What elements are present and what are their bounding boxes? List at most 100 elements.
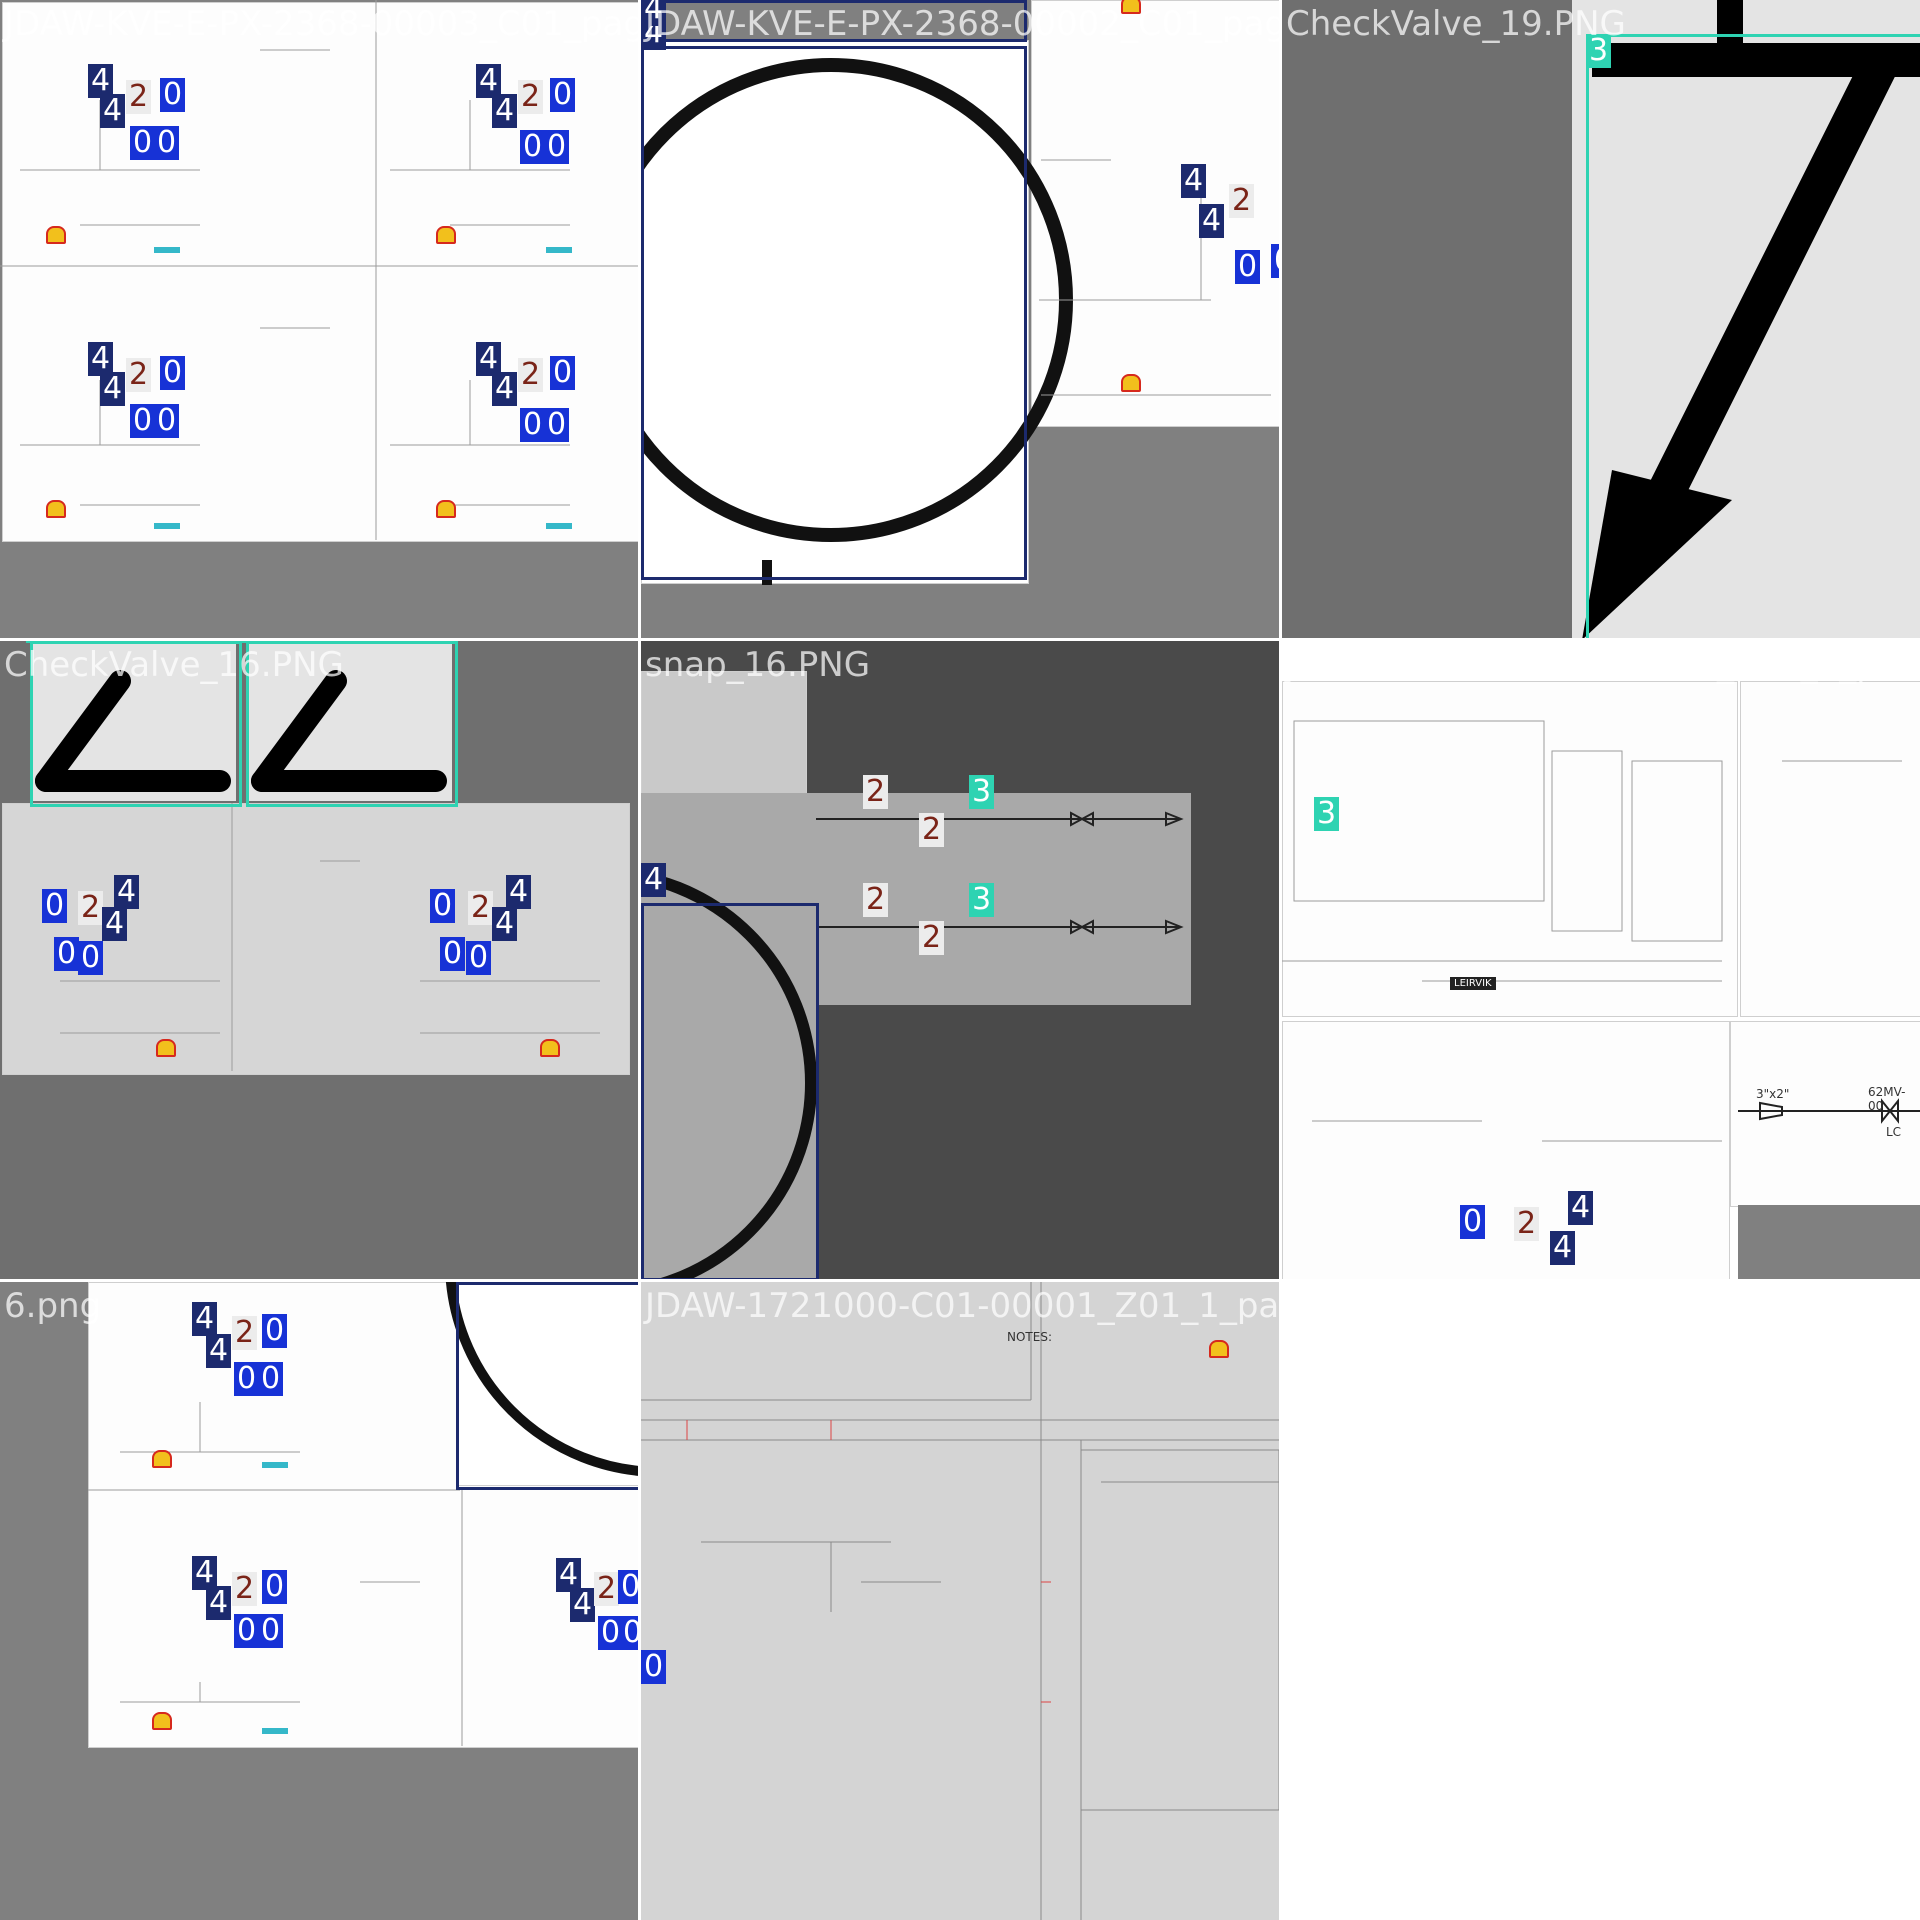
drawing-linework <box>88 1282 638 1746</box>
detection-label-4: 4 <box>206 1334 232 1368</box>
company-logo <box>46 226 66 244</box>
detection-label-0: 0 <box>160 78 186 112</box>
detection-label-0: 0 <box>520 408 546 442</box>
detection-label-4: 4 <box>100 94 126 128</box>
detection-label-0: 0 <box>258 1362 284 1396</box>
detection-label-4: 4 <box>206 1586 232 1620</box>
detection-label-2: 2 <box>518 358 544 392</box>
detection-label-4: 4 <box>476 342 502 376</box>
detection-label-4: 4 <box>476 64 502 98</box>
detection-label-4: 4 <box>641 0 667 26</box>
detection-label-0: 0 <box>620 1616 638 1650</box>
detection-label-2: 2 <box>78 891 104 925</box>
detection-label-0: 0 <box>160 356 186 390</box>
detection-label-0: 0 <box>598 1616 624 1650</box>
detection-label-0: 0 <box>430 889 456 923</box>
mosaic-tile-2: 4 4 4 4 2 0 0 JDAW-KVE-E-PX-2368-00002_C… <box>641 0 1279 638</box>
detection-label-0: 0 <box>42 889 68 923</box>
contractor-logo: LEIRVIK <box>1450 977 1496 990</box>
detection-label-2: 2 <box>863 883 889 917</box>
detection-label-2: 2 <box>232 1572 258 1606</box>
revision-tag <box>262 1728 288 1734</box>
detection-label-0: 0 <box>130 404 156 438</box>
company-logo <box>1209 1340 1229 1358</box>
detection-label-4: 4 <box>570 1588 596 1622</box>
detection-label-0: 0 <box>618 1570 638 1604</box>
detection-label-4: 4 <box>492 372 518 406</box>
detection-label-2: 2 <box>126 358 152 392</box>
detection-label-2: 2 <box>126 80 152 114</box>
mosaic-tile-8: NOTES: 0 JDAW-1721000-C01-00001_Z01_1_pa… <box>641 1282 1279 1920</box>
detection-label-0: 0 <box>258 1614 284 1648</box>
company-logo <box>436 226 456 244</box>
detection-label-0: 0 <box>544 408 570 442</box>
detection-label-0: 0 <box>54 937 80 971</box>
valve-line-linework <box>641 811 1184 1279</box>
detection-label-4: 4 <box>192 1556 218 1590</box>
detection-label-2: 2 <box>232 1316 258 1350</box>
detection-label-0: 0 <box>1271 244 1279 278</box>
detection-label-2: 2 <box>594 1572 620 1606</box>
mosaic-tile-6: LEIRVIK 3"x2" 62MV-00 LC 3 0 2 4 4 JDAW-… <box>1282 641 1920 1279</box>
valve-tag-label: 62MV-00 <box>1868 1085 1906 1113</box>
detection-label-4: 4 <box>192 1302 218 1336</box>
detection-label-0: 0 <box>234 1362 260 1396</box>
detection-label-0: 0 <box>78 941 104 975</box>
drawing-linework <box>641 1282 1279 1920</box>
mosaic-tile-3: 3 CheckValve_19.PNG <box>1282 0 1920 638</box>
notes-heading: NOTES: <box>1007 1330 1052 1344</box>
detection-label-4: 4 <box>506 875 532 909</box>
detection-label-0: 0 <box>440 937 466 971</box>
detection-label-0: 0 <box>466 941 492 975</box>
detection-label-2: 2 <box>518 80 544 114</box>
company-logo <box>152 1450 172 1468</box>
detection-label-2: 2 <box>1229 184 1255 218</box>
detection-label-0: 0 <box>550 356 576 390</box>
detection-label-0: 0 <box>262 1314 288 1348</box>
check-valve-arrow <box>1582 0 1920 638</box>
detection-label-0: 0 <box>550 78 576 112</box>
detection-label-3: 3 <box>1586 34 1612 68</box>
detection-label-0: 0 <box>262 1570 288 1604</box>
detection-label-4: 4 <box>492 907 518 941</box>
zoomed-symbol-crop <box>641 903 817 1279</box>
revision-tag <box>546 247 572 253</box>
revision-tag <box>154 247 180 253</box>
detection-label-2: 2 <box>919 813 945 847</box>
detection-label-0: 0 <box>130 126 156 160</box>
mosaic-tile-1: 4 4 2 0 0 0 4 4 2 0 0 0 4 4 2 0 0 0 4 4 … <box>0 0 638 638</box>
reducer-label: 3"x2" <box>1756 1087 1790 1101</box>
detection-label-4: 4 <box>88 342 114 376</box>
drawing-linework <box>0 0 638 540</box>
detection-label-3: 3 <box>242 641 268 643</box>
detection-label-4: 4 <box>1181 164 1207 198</box>
detection-label-0: 0 <box>1235 250 1261 284</box>
detection-label-2: 2 <box>1514 1207 1540 1241</box>
valve-state-label: LC <box>1886 1125 1902 1139</box>
mosaic-tile-9-empty <box>1282 1282 1920 1920</box>
detection-label-3: 3 <box>26 641 52 643</box>
check-valve-circle <box>641 58 1271 585</box>
mosaic-tile-4: 3 3 0 2 4 4 0 0 0 2 4 4 0 0 CheckValve_1… <box>0 641 638 1279</box>
detection-label-0: 0 <box>1460 1205 1486 1239</box>
drawing-sheet <box>641 1282 1279 1920</box>
revision-tag <box>154 523 180 529</box>
detection-label-2: 2 <box>863 775 889 809</box>
company-logo <box>46 500 66 518</box>
drawing-sheet <box>1740 681 1920 1017</box>
detection-label-0: 0 <box>641 1650 667 1684</box>
revision-tag <box>546 523 572 529</box>
check-valve-strokes <box>35 670 600 1071</box>
detection-label-4: 4 <box>88 64 114 98</box>
detection-label-0: 0 <box>520 130 546 164</box>
company-logo <box>156 1039 176 1057</box>
detection-label-3: 3 <box>1314 797 1340 831</box>
company-logo <box>1121 0 1141 14</box>
detection-label-3: 3 <box>969 775 995 809</box>
detection-label-0: 0 <box>234 1614 260 1648</box>
detection-label-4: 4 <box>100 372 126 406</box>
blank-area <box>1738 1205 1920 1279</box>
detection-label-4: 4 <box>1550 1231 1576 1265</box>
detection-label-4: 4 <box>492 94 518 128</box>
detection-label-0: 0 <box>154 126 180 160</box>
